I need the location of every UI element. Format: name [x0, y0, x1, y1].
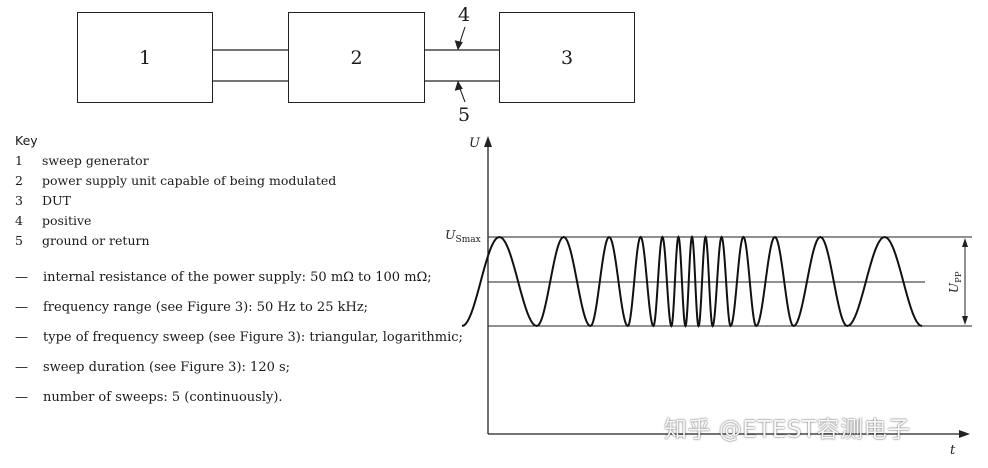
- key-item: 5 ground or return: [15, 233, 336, 253]
- dash-bullet: —: [15, 330, 28, 345]
- block-sweep-generator: 1: [77, 12, 213, 103]
- block-power-supply: 2: [288, 12, 425, 103]
- callout-label-4: 4: [458, 4, 471, 26]
- key-item: 4 positive: [15, 213, 336, 233]
- spec-item: — number of sweeps: 5 (continuously).: [15, 390, 463, 420]
- usmax-label-main: U: [445, 227, 456, 242]
- key-item: 3 DUT: [15, 193, 336, 213]
- spec-item: — sweep duration (see Figure 3): 120 s;: [15, 360, 463, 390]
- dash-bullet: —: [15, 300, 28, 315]
- sweep-waveform: [461, 235, 923, 328]
- spec-item: — frequency range (see Figure 3): 50 Hz t…: [15, 300, 463, 330]
- key-item: 1 sweep generator: [15, 153, 336, 173]
- callout-label-5: 5: [458, 104, 471, 126]
- key-item-number: 4: [15, 213, 23, 228]
- y-axis-label: U: [469, 136, 481, 151]
- spec-list: — internal resistance of the power supply…: [15, 270, 463, 420]
- usmax-label-sub: Smax: [456, 235, 481, 245]
- callout-arrow-5: [454, 80, 466, 103]
- key-item-number: 1: [15, 153, 23, 168]
- key-item-text: ground or return: [42, 233, 150, 248]
- key-item-number: 2: [15, 173, 23, 188]
- spec-text: frequency range (see Figure 3): 50 Hz to…: [43, 300, 369, 315]
- spec-text: sweep duration (see Figure 3): 120 s;: [43, 360, 291, 375]
- spec-text: internal resistance of the power supply:…: [43, 270, 432, 285]
- dash-bullet: —: [15, 270, 28, 285]
- key-item-number: 5: [15, 233, 23, 248]
- spec-item: — type of frequency sweep (see Figure 3):…: [15, 330, 463, 360]
- dash-bullet: —: [15, 360, 28, 375]
- block-label: 2: [350, 46, 363, 69]
- key-item-text: power supply unit capable of being modul…: [42, 173, 337, 188]
- connector-1-2: [213, 49, 288, 82]
- spec-text: number of sweeps: 5 (continuously).: [43, 390, 283, 405]
- upp-label-main: U: [947, 282, 961, 293]
- block-label: 1: [138, 46, 152, 69]
- watermark: 知乎 @ETEST容测电子: [664, 417, 911, 443]
- key-item: 2 power supply unit capable of being modu…: [15, 173, 336, 193]
- upp-label-sub: PP: [954, 271, 964, 283]
- x-axis-label: t: [950, 443, 956, 458]
- usmax-label: USmax: [445, 227, 481, 245]
- dash-bullet: —: [15, 390, 28, 405]
- key-title: Key: [15, 133, 38, 148]
- upp-arrow-up-icon: [962, 238, 968, 247]
- x-axis-arrow-icon: [959, 430, 970, 438]
- y-axis-arrow-icon: [484, 136, 492, 147]
- connector-2-3: [425, 49, 499, 82]
- key-item-text: sweep generator: [42, 153, 149, 168]
- key-list: 1 sweep generator 2 power supply unit capa…: [15, 153, 336, 253]
- key-item-text: positive: [42, 213, 92, 228]
- upp-label: UPP: [947, 271, 964, 293]
- spec-item: — internal resistance of the power supply…: [15, 270, 463, 300]
- spec-text: type of frequency sweep (see Figure 3): …: [43, 330, 463, 345]
- callout-arrow-4: [454, 26, 466, 51]
- key-item-text: DUT: [42, 193, 71, 208]
- block-label: 3: [560, 46, 574, 69]
- block-dut: 3: [499, 12, 635, 103]
- upp-arrow-down-icon: [962, 316, 968, 325]
- key-item-number: 3: [15, 193, 23, 208]
